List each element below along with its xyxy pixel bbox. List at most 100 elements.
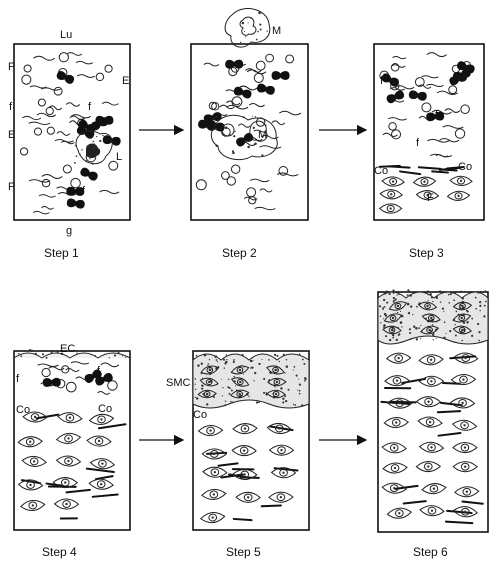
nucleolus <box>98 440 100 442</box>
platelet <box>196 180 206 190</box>
stipple <box>233 361 235 363</box>
stipple <box>196 355 198 357</box>
nucleolus <box>390 193 392 195</box>
collagen-bundle <box>400 171 420 174</box>
stipple <box>75 145 76 146</box>
stipple <box>74 162 76 164</box>
nucleolus <box>100 418 102 420</box>
stipple <box>197 364 199 366</box>
platelet <box>34 128 41 135</box>
stipple <box>479 305 481 307</box>
stipple <box>95 355 96 356</box>
nucleolus <box>214 471 216 473</box>
stipple <box>215 128 217 130</box>
stipple <box>380 322 381 323</box>
stipple <box>268 359 270 361</box>
erythrocyte <box>408 90 427 102</box>
stipple <box>258 12 261 15</box>
nucleolus <box>32 504 34 506</box>
stipple <box>285 400 287 402</box>
nucleolus <box>463 424 465 426</box>
stipple <box>279 361 280 362</box>
platelet <box>254 73 263 82</box>
stipple <box>194 384 195 385</box>
stipple <box>382 308 384 310</box>
stipple <box>261 154 263 156</box>
stipple <box>258 401 260 403</box>
nucleolus <box>464 446 466 448</box>
platelet <box>392 130 401 139</box>
stipple <box>102 135 104 137</box>
nucleolus <box>423 180 425 182</box>
nucleolus <box>427 401 429 403</box>
fibrin-strand <box>22 116 41 119</box>
stipple <box>76 155 78 157</box>
stipple <box>92 163 94 165</box>
stipple <box>446 292 447 293</box>
nucleolus <box>280 496 282 498</box>
collagen-bundle <box>93 494 118 496</box>
stipple <box>383 318 384 319</box>
stipple <box>286 359 287 360</box>
stipple <box>412 292 414 294</box>
stipple <box>432 301 433 302</box>
nucleolus <box>433 487 435 489</box>
stipple <box>247 140 248 141</box>
stipple <box>462 292 463 293</box>
step-caption-2: Step 2 <box>222 246 257 260</box>
stipple <box>98 357 99 358</box>
stipple <box>415 327 418 330</box>
platelet <box>455 129 464 138</box>
stipple <box>398 333 400 335</box>
stipple <box>204 354 207 357</box>
collagen-bundle <box>87 469 114 472</box>
fibrin-strand <box>77 75 95 78</box>
platelet <box>108 381 117 390</box>
label-plasma: P <box>8 61 15 73</box>
platelet <box>42 368 50 376</box>
stipple <box>299 393 301 395</box>
stipple <box>18 353 19 354</box>
stipple <box>448 302 450 304</box>
panel-step-3: f f f Co Co F <box>374 44 484 220</box>
nucleolus <box>398 402 400 404</box>
nucleolus <box>392 180 394 182</box>
stipple <box>89 155 91 157</box>
step-caption-5: Step 5 <box>226 545 261 559</box>
stipple <box>275 358 276 359</box>
platelet <box>422 103 431 112</box>
stipple <box>418 327 420 329</box>
platelet <box>20 148 27 155</box>
stipple <box>407 303 410 306</box>
collagen-bundle <box>432 171 448 172</box>
stipple <box>443 311 444 312</box>
platelet <box>389 123 396 130</box>
nucleolus <box>464 511 466 513</box>
label-fibrin-2: f <box>88 101 92 113</box>
nucleolus <box>69 417 71 419</box>
stipple <box>477 292 479 294</box>
stipple <box>208 363 210 365</box>
stipple <box>243 367 244 368</box>
nucleolus <box>429 421 431 423</box>
collagen-bundle <box>96 476 113 479</box>
nucleolus <box>239 393 241 395</box>
stipple <box>484 305 486 307</box>
stipple <box>250 367 251 368</box>
nucleolus <box>465 357 467 359</box>
panel-step-4: EC f f Co Co <box>14 343 130 530</box>
fibrin-strand <box>98 391 110 394</box>
fibrin-strand <box>249 103 264 106</box>
step-caption-4: Step 4 <box>42 545 77 559</box>
stipple <box>450 293 452 295</box>
stipple <box>228 379 229 380</box>
stipple <box>224 367 225 368</box>
stipple <box>125 357 126 358</box>
nucleolus <box>461 329 463 331</box>
nucleolus <box>461 317 463 319</box>
fibrin-strand <box>71 362 89 364</box>
fibrin-strand <box>388 118 407 120</box>
platelet <box>286 55 294 63</box>
stipple <box>35 353 37 355</box>
panel-step-2: M M <box>191 9 308 220</box>
